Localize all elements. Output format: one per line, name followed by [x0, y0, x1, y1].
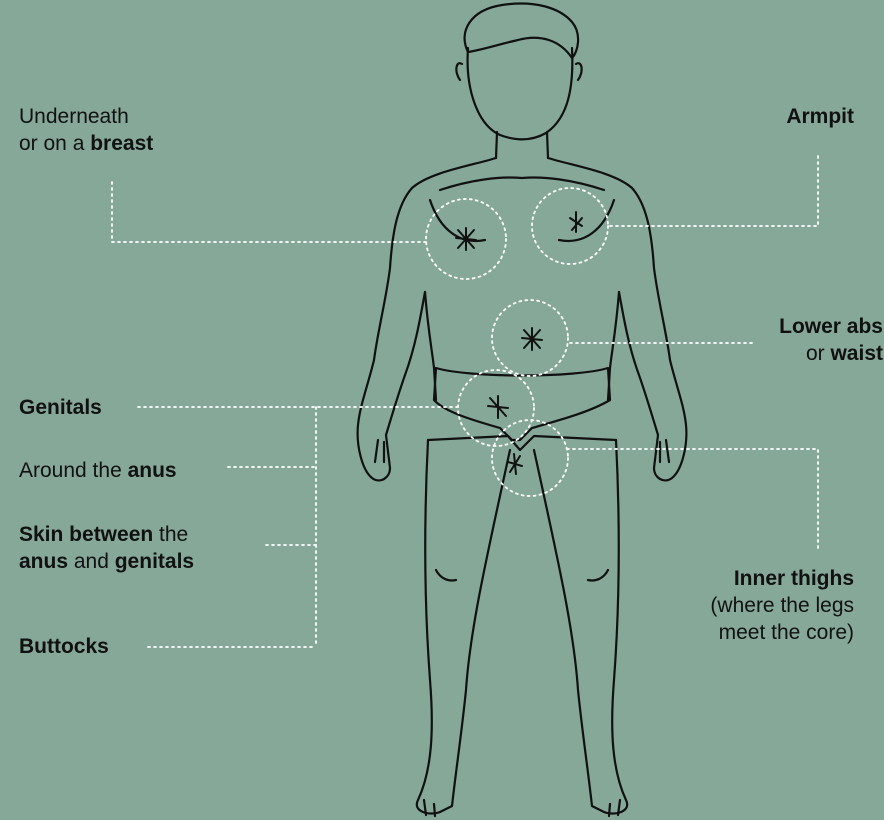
label-breast: Underneath or on a breast — [19, 103, 153, 157]
rash-inner-thigh-icon — [508, 454, 522, 474]
label-perineum: Skin between the anus and genitals — [19, 521, 194, 575]
right-leg-outline — [534, 440, 627, 814]
highlight-armpit — [532, 188, 608, 264]
rash-armpit-icon — [570, 212, 582, 232]
rash-genitals-icon — [488, 396, 508, 418]
leader-armpit — [608, 156, 818, 226]
leader-breast — [112, 182, 428, 242]
head-outline — [468, 48, 573, 139]
label-lower-abs: Lower abs or waist — [779, 313, 883, 367]
label-genitals: Genitals — [19, 394, 102, 421]
torso-outline — [425, 292, 619, 400]
highlight-genitals — [458, 370, 534, 446]
label-inner-thighs: Inner thighs (where the legs meet the co… — [710, 565, 854, 646]
label-buttocks: Buttocks — [19, 633, 109, 660]
briefs-outline — [434, 368, 610, 440]
leader-inner-thighs — [568, 449, 818, 548]
left-leg-outline — [417, 440, 510, 814]
hair-outline — [465, 4, 579, 58]
rash-lower-abs-icon — [522, 328, 542, 350]
rash-breast-icon — [456, 228, 476, 250]
label-armpit: Armpit — [786, 103, 854, 130]
label-anus: Around the anus — [19, 457, 177, 484]
